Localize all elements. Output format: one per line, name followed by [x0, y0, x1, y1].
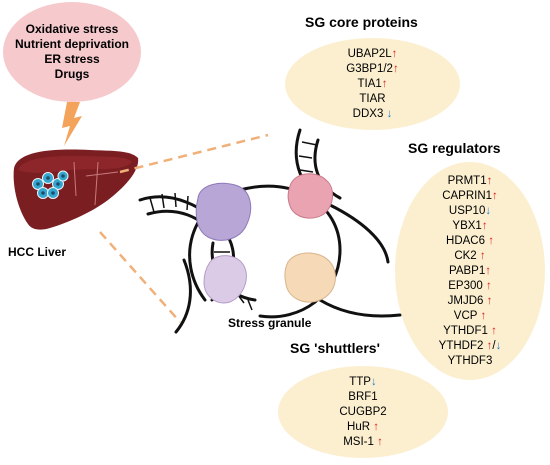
core-proteins-title: SG core proteins	[305, 14, 418, 30]
protein-item: TIA1↑	[357, 77, 388, 90]
protein-item: BRF1	[348, 390, 378, 403]
lightning-bolt-icon	[62, 102, 82, 146]
protein-item: PABP1↑	[449, 264, 491, 277]
tumor-cells-icon	[32, 170, 69, 199]
rna-strands	[138, 128, 402, 334]
protein-item: CK2 ↑	[454, 249, 486, 262]
regulators-title: SG regulators	[408, 140, 501, 156]
stress-factor: ER stress	[44, 52, 100, 66]
protein-item: HDAC6 ↑	[446, 234, 494, 247]
shuttlers-title: SG 'shuttlers'	[290, 340, 380, 356]
organ-label: HCC Liver	[8, 245, 67, 259]
stress-factor: Nutrient deprivation	[14, 37, 129, 51]
regulators-oval: PRMT1↑ CAPRIN1↑ USP10↓ YBX1↑ HDAC6 ↑ CK2…	[395, 162, 545, 380]
granule-label: Stress granule	[228, 316, 312, 330]
protein-item: CAPRIN1↑	[442, 189, 498, 202]
shuttlers-oval: TTP↓ BRF1 CUGBP2 HuR ↑ MSI-1 ↑	[278, 366, 448, 458]
protein-item: YBX1↑	[452, 219, 488, 232]
protein-blob-lilac	[203, 255, 247, 304]
stress-factors-bubble: Oxidative stress Nutrient deprivation ER…	[3, 2, 141, 102]
protein-item: HuR ↑	[347, 420, 379, 433]
protein-item: TIAR	[359, 92, 386, 105]
protein-item: PRMT1↑	[447, 174, 493, 187]
protein-item: CUGBP2	[339, 405, 387, 418]
zoom-line-lower	[99, 231, 181, 323]
protein-item: UBAP2L↑	[347, 47, 398, 60]
protein-blob-purple	[195, 182, 252, 241]
protein-item: EP300 ↑	[448, 279, 492, 292]
protein-item: DDX3 ↓	[352, 107, 393, 120]
protein-item: YTHDF3	[447, 354, 493, 367]
stress-factor: Oxidative stress	[25, 22, 119, 36]
core-proteins-oval: UBAP2L↑ G3BP1/2↑ TIA1↑ TIAR DDX3 ↓	[285, 38, 460, 130]
liver-illustration	[13, 149, 139, 230]
protein-item: TTP↓	[349, 375, 377, 388]
protein-item: YTHDF2 ↑/↓	[438, 339, 502, 352]
protein-item: USP10↓	[448, 204, 492, 217]
protein-item: VCP ↑	[453, 309, 487, 322]
protein-blob-pink	[287, 173, 333, 219]
protein-item: JMJD6 ↑	[447, 294, 493, 307]
protein-item: YTHDF1 ↑	[443, 324, 497, 337]
protein-blob-peach	[284, 252, 336, 303]
zoom-line-upper	[119, 133, 269, 174]
protein-item: MSI-1 ↑	[343, 435, 383, 448]
protein-item: G3BP1/2↑	[346, 62, 399, 75]
stress-factor: Drugs	[54, 67, 90, 81]
